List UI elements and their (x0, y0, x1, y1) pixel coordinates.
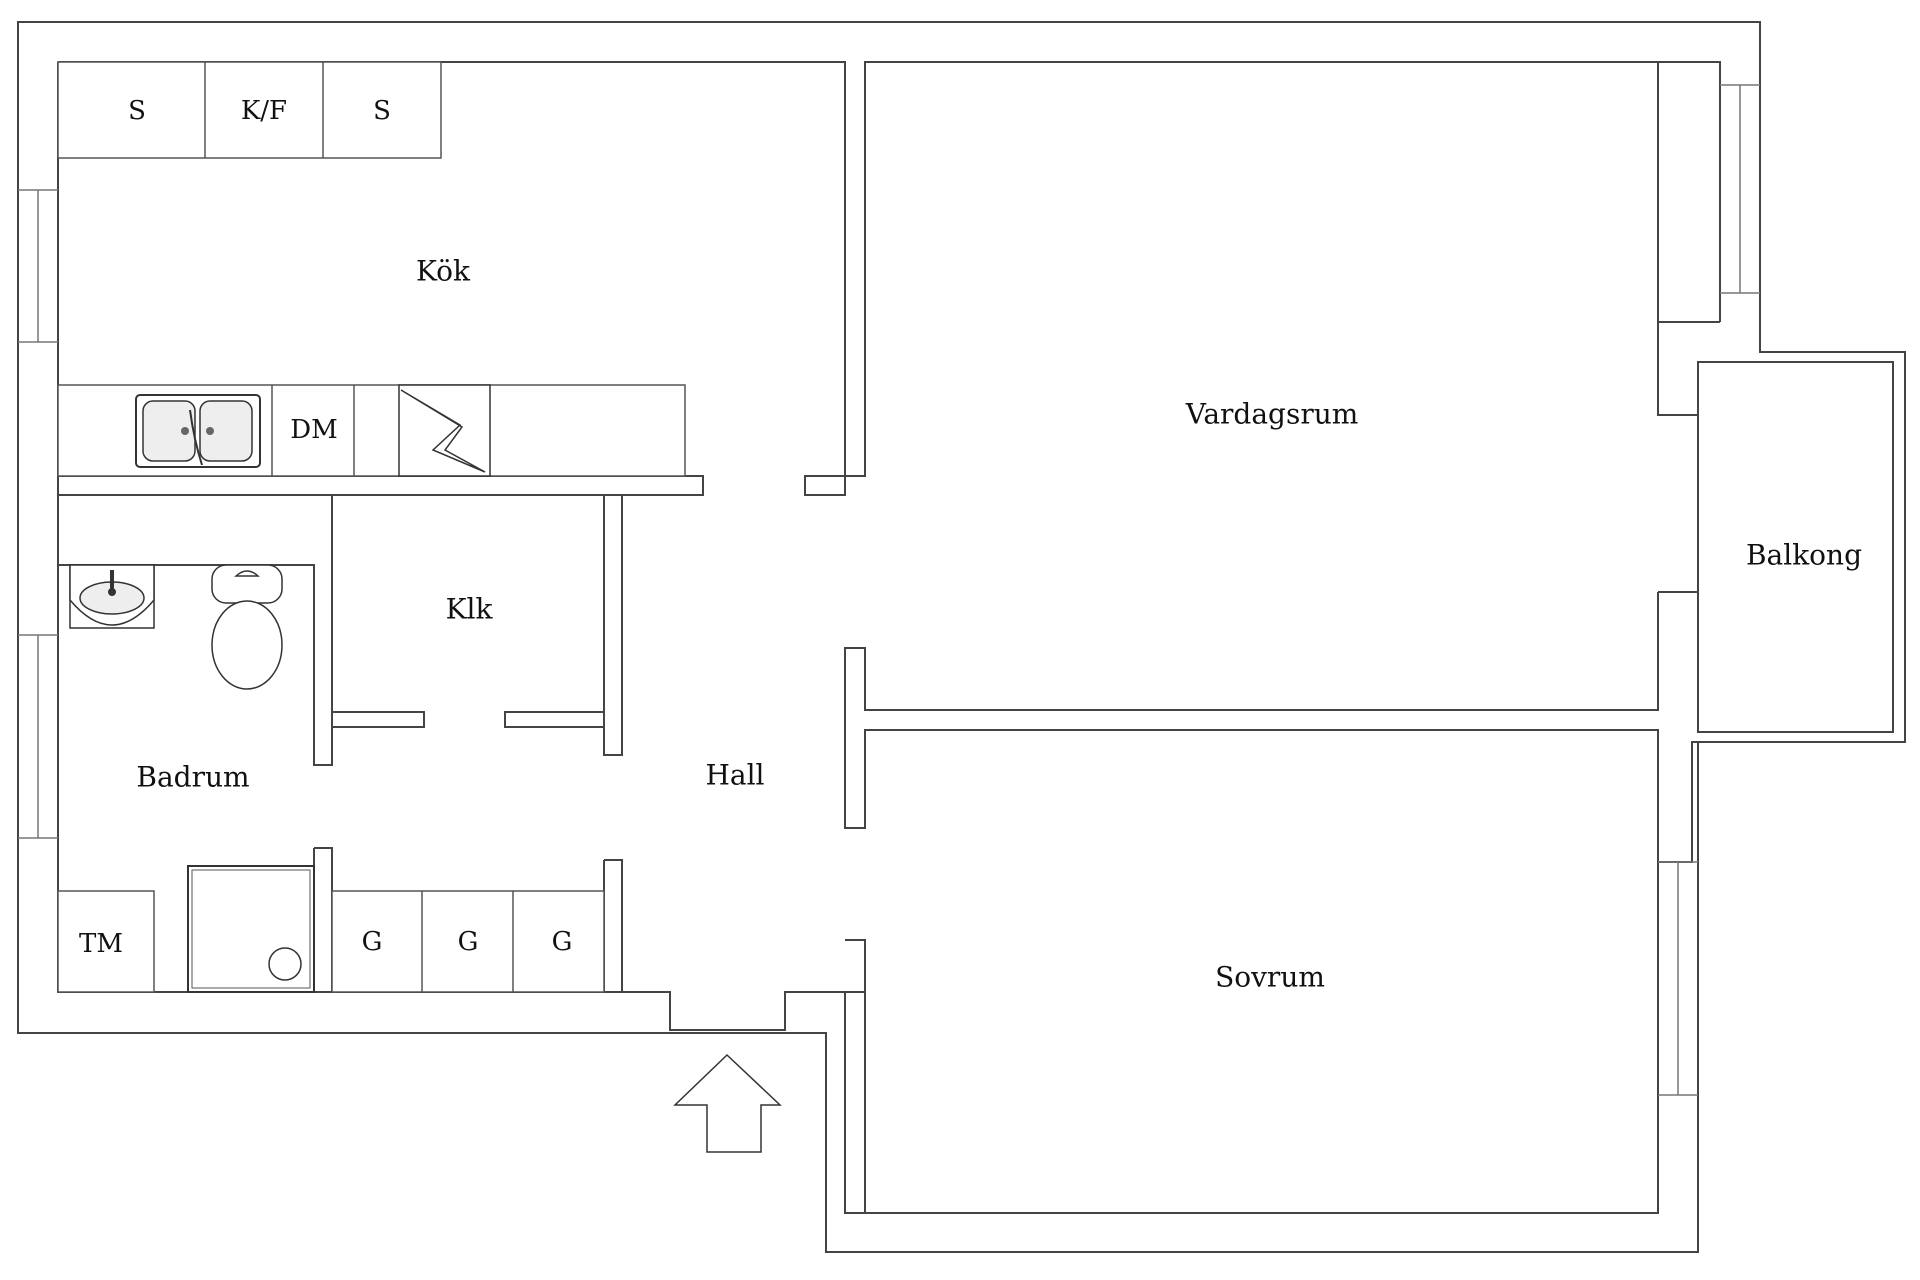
room-label-kitchen: Kök (416, 255, 471, 288)
wardrobe-label-1: G (362, 927, 383, 957)
dishwasher-label: DM (290, 415, 337, 445)
washer-label: TM (79, 929, 123, 959)
wardrobe-label-2: G (458, 927, 479, 957)
kitchen-sink-icon (135, 394, 261, 468)
kitchen-upper-units: S K/F S (57, 61, 442, 159)
room-label-balcony: Balkong (1746, 539, 1862, 572)
cabinet-label-s1: S (128, 96, 146, 126)
outer-walls (17, 21, 1906, 1253)
wardrobes: G G G (331, 890, 605, 993)
stove-icon (398, 384, 491, 477)
room-label-hall: Hall (705, 759, 764, 792)
toilet-icon (211, 564, 283, 690)
room-label-closet: Klk (446, 593, 494, 626)
windows (18, 84, 1760, 1096)
kitchen-counter: DM (57, 384, 686, 477)
room-label-bathroom: Badrum (136, 761, 249, 794)
bathroom-fixtures: TM (57, 564, 315, 993)
shower-icon (187, 865, 315, 993)
fridge-freezer-label: K/F (241, 96, 287, 126)
entrance-arrow-icon (673, 1053, 782, 1153)
interior-walls (58, 62, 866, 993)
room-label-bedroom: Sovrum (1215, 961, 1325, 994)
cabinet-label-s2: S (373, 96, 391, 126)
wash-basin-icon (69, 564, 155, 629)
wardrobe-label-3: G (552, 927, 573, 957)
room-label-living: Vardagsrum (1185, 398, 1359, 431)
